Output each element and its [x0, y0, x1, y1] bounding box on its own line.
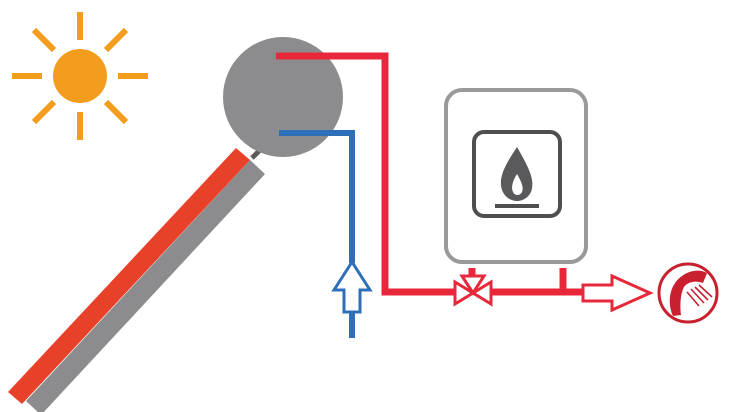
gas-boiler — [444, 88, 588, 264]
sun-icon — [12, 12, 148, 140]
cold-water-pipe — [279, 130, 355, 338]
storage-tank — [223, 37, 343, 157]
shower-icon — [657, 262, 719, 324]
hot-water-outlet-arrow — [581, 273, 654, 313]
solar-collector-panel — [8, 142, 268, 412]
hot-water-pipe — [276, 52, 583, 296]
cold-water-inlet-arrow — [331, 259, 373, 314]
flame-icon — [500, 147, 533, 201]
three-way-valve — [453, 274, 493, 307]
